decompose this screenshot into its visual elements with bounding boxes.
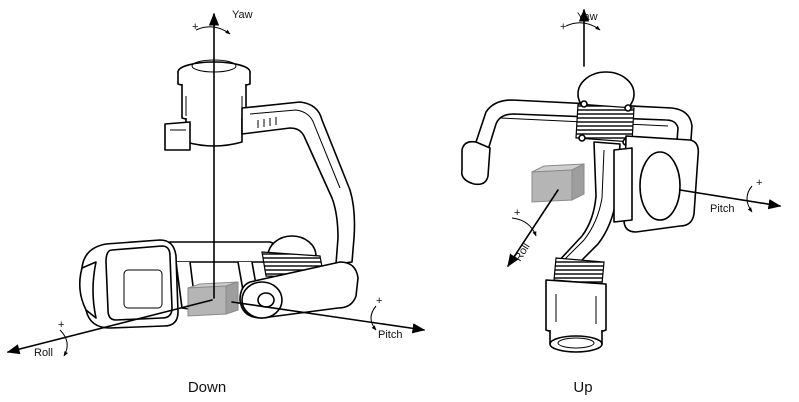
yaw-plus-up: +	[560, 21, 566, 33]
yaw-rotation-arrow-up	[565, 22, 601, 31]
camera-body-up	[545, 257, 607, 353]
pitch-label-down: Pitch	[378, 329, 402, 341]
roll-plus-up: +	[514, 207, 520, 219]
roll-label-down: Roll	[34, 347, 53, 359]
vertical-arm-up	[555, 141, 621, 271]
connector-block	[164, 121, 191, 151]
reference-box-up	[531, 163, 585, 203]
roll-plus-down: +	[58, 319, 64, 331]
yaw-plus-down: +	[192, 21, 198, 33]
roll-rotation-arrow-down	[59, 329, 68, 357]
pitch-rotation-arrow-up	[746, 185, 753, 213]
roll-axis-down	[6, 299, 213, 355]
pitch-rotation-arrow-down	[370, 305, 377, 331]
pitch-axis-up	[679, 189, 782, 210]
yaw-label-up: Yaw	[577, 11, 598, 23]
gimbal-up: Yaw + Pitch + Roll + Up	[460, 8, 782, 396]
caption-down: Down	[188, 379, 226, 396]
caption-up: Up	[573, 379, 592, 396]
roll-rotation-arrow-up	[511, 217, 537, 237]
roll-label-up: Roll	[512, 241, 532, 263]
reference-box-down	[187, 281, 239, 317]
pitch-plus-down: +	[376, 295, 382, 307]
roll-axis-up	[507, 189, 559, 268]
pitch-axis-down	[231, 301, 426, 334]
gimbal-down: Yaw + Pitch + Roll + Down	[6, 9, 426, 396]
yaw-rotation-arrow-down	[195, 26, 231, 35]
camera-body-down	[78, 239, 179, 329]
yaw-label-down: Yaw	[232, 9, 253, 21]
left-tab-up	[460, 140, 491, 186]
pitch-label-up: Pitch	[710, 203, 734, 215]
pitch-plus-up: +	[756, 177, 762, 189]
